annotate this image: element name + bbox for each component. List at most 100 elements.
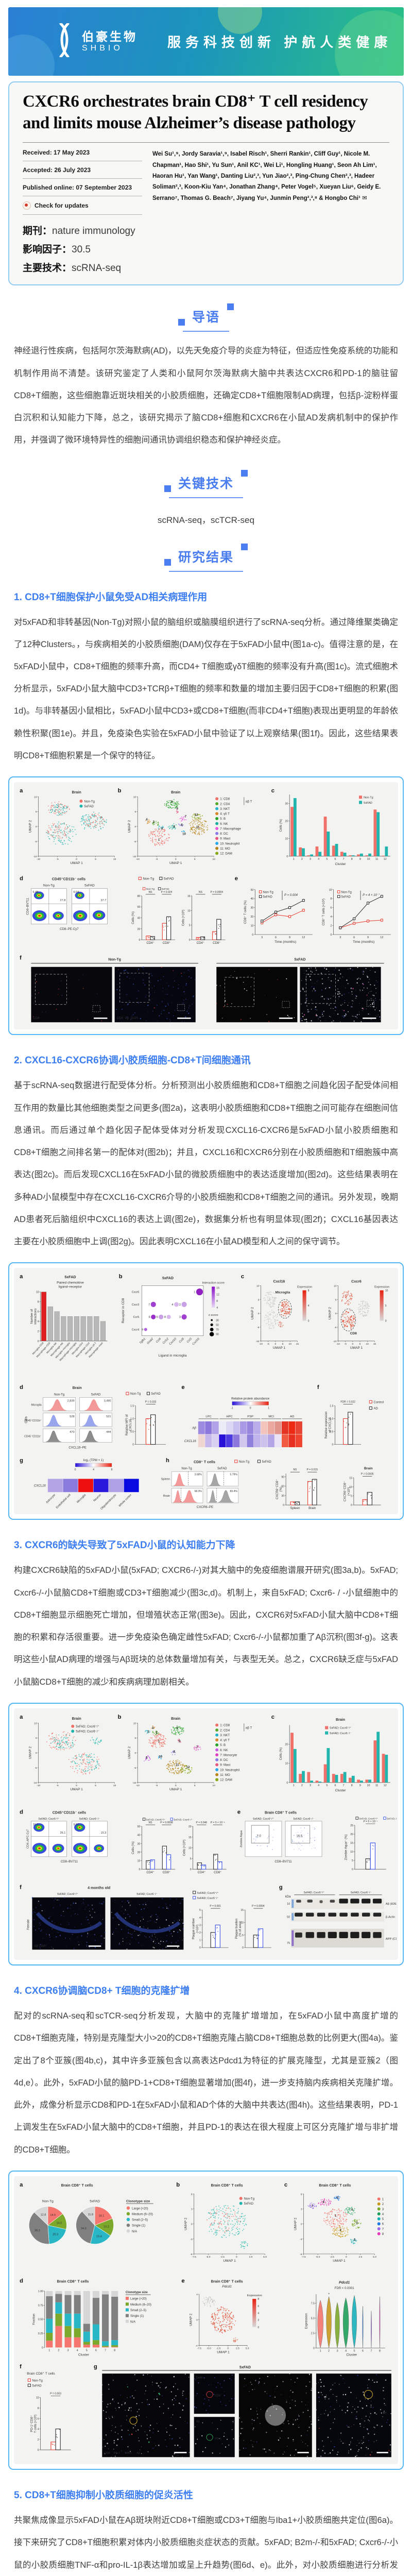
panel-title: 5xFAD xyxy=(64,1275,76,1279)
panel-subtitle: Paired chemokine xyxy=(57,1281,84,1285)
header-banner: 伯豪生物 SHBIO 服务科技创新 护航人类健康 xyxy=(8,7,404,76)
svg-text:CXCR6–PE: CXCR6–PE xyxy=(197,1505,213,1509)
svg-text:UMAP 1: UMAP 1 xyxy=(70,861,83,865)
svg-text:4: 4 xyxy=(93,1468,94,1471)
svg-text:6: 6 xyxy=(330,907,332,910)
check-for-updates-link[interactable]: Check for updates xyxy=(23,196,142,215)
svg-text:Non-Tg: Non-Tg xyxy=(263,890,273,894)
svg-text:6: 6 xyxy=(334,858,336,861)
image-group-label: 5xFAD xyxy=(294,958,305,962)
svg-text:-10: -10 xyxy=(136,1784,140,1787)
svg-text:5: 5 xyxy=(359,1343,361,1346)
panel-title: Brain CD8⁺ T cells xyxy=(319,2183,351,2188)
flow-title: CD45⁺CD11b⁻ cells xyxy=(52,877,85,882)
svg-text:5.0: 5.0 xyxy=(263,2256,267,2259)
svg-text:UMAP 2: UMAP 2 xyxy=(28,1746,32,1759)
svg-text:2: 2 xyxy=(199,1931,201,1935)
svg-text:Neuron: Neuron xyxy=(93,1494,102,1502)
svg-text:CD8–BV711: CD8–BV711 xyxy=(61,1860,78,1863)
svg-text:Cxcl16: Cxcl16 xyxy=(192,1337,201,1346)
svg-text:-5: -5 xyxy=(267,1343,269,1346)
svg-text:8: 8 xyxy=(164,1316,166,1319)
svg-text:11: 11 xyxy=(375,858,379,861)
svg-text:CXCL16: CXCL16 xyxy=(129,1419,132,1431)
result-heading-1: 1. CD8+T细胞保护小鼠免受AD相关病理作用 xyxy=(14,589,398,603)
panel-title: Brain CD8⁺ T cells xyxy=(27,2372,55,2376)
svg-text:0: 0 xyxy=(236,2256,237,2259)
received-date: Received: 17 May 2023 xyxy=(23,144,142,161)
group-label: 5xFAD; Cxcr6⁺/⁺ xyxy=(57,1892,78,1896)
svg-text:-10: -10 xyxy=(37,858,40,861)
svg-text:0: 0 xyxy=(36,825,37,828)
fig3-flow-plots: 10.3 26.1 9.97 15.3 CD4–APC-Cy7 CD8–BV71… xyxy=(26,1821,107,1863)
svg-text:Cells (%): Cells (%) xyxy=(131,911,135,924)
fig2-panel-e-heatmap: AβCXCL16LPCHPCPSPMCIADRelative protein a… xyxy=(184,1397,302,1448)
svg-text:UMAP 1: UMAP 1 xyxy=(333,2259,346,2263)
svg-text:Aβ (82E1): Aβ (82E1) xyxy=(386,1903,397,1906)
svg-text:6: 6 xyxy=(353,936,355,939)
svg-text:30: 30 xyxy=(251,907,254,910)
svg-text:528: 528 xyxy=(70,1415,74,1418)
svg-text:12: 12 xyxy=(186,1766,190,1769)
microscopy-image xyxy=(110,1897,184,1950)
svg-text:z score: z score xyxy=(209,1314,218,1317)
svg-text:10: 10 xyxy=(329,889,332,892)
svg-text:5xFAD; Cxcr6⁻/⁻: 5xFAD; Cxcr6⁻/⁻ xyxy=(197,1897,219,1900)
svg-text:10: 10 xyxy=(133,795,136,799)
svg-text:12: 12 xyxy=(302,936,305,939)
gate-value: 7.0 xyxy=(256,1834,261,1838)
shbio-logo: 伯豪生物 SHBIO xyxy=(54,23,138,60)
svg-text:9: 9 xyxy=(367,936,369,939)
svg-text:P = 0.024: P = 0.024 xyxy=(161,891,173,894)
svg-text:5: 5 xyxy=(157,1316,158,1319)
microscopy-image xyxy=(239,2373,313,2457)
panel-letter: c xyxy=(271,1714,274,1720)
svg-text:5: 5 xyxy=(134,1737,136,1740)
svg-text:5: 5 xyxy=(282,1343,284,1346)
svg-text:-1: -1 xyxy=(231,1407,233,1410)
fig2d-legend: Non-Tg 5xFAD xyxy=(126,1392,161,1396)
panel-letter: b xyxy=(118,1714,122,1720)
svg-text:0: 0 xyxy=(134,1752,136,1755)
svg-text:38.3: 38.3 xyxy=(35,2229,40,2232)
svg-text:-5.0: -5.0 xyxy=(206,2256,211,2259)
svg-text:UMAP 1: UMAP 1 xyxy=(350,1346,363,1350)
svg-text:1: 1 xyxy=(194,1291,195,1294)
svg-text:20: 20 xyxy=(138,928,141,931)
svg-text:P = 0.015: P = 0.015 xyxy=(306,1468,318,1471)
svg-text:Cells (%): Cells (%) xyxy=(279,1748,283,1760)
impact-factor-label: 影响因子： xyxy=(23,244,72,255)
svg-text:10: 10 xyxy=(34,1722,37,1725)
fig2-panel-d-mfi-bars: 00.51.01.5P = 0.033Relative MFI ofCXCL16 xyxy=(125,1401,166,1447)
fig3e-flow: 7.0 16.5 Zombie Aqua CD8–BV711 xyxy=(240,1821,322,1863)
svg-text:0: 0 xyxy=(139,939,140,942)
svg-text:40: 40 xyxy=(251,897,254,901)
panel-title: Brain CD8⁺ T cells xyxy=(57,2279,89,2283)
svg-text:6: 6 xyxy=(146,1756,148,1759)
fig1-panel-d-bars-pct: 020406080CD4⁺CD8⁺NSP = 0.024Cells (%)Non… xyxy=(131,888,175,945)
svg-text:9: 9 xyxy=(176,807,178,811)
svg-text:5: 5 xyxy=(36,810,37,814)
panel-letter: g xyxy=(94,2364,97,2370)
svg-text:0: 0 xyxy=(191,2223,193,2226)
svg-text:34.3: 34.3 xyxy=(81,2227,87,2230)
svg-text:5xFAD; Cxcr6⁺/⁺: 5xFAD; Cxcr6⁺/⁺ xyxy=(359,1817,379,1820)
svg-text:(×10²): (×10²) xyxy=(196,1924,199,1933)
figure-2-card: a 5xFAD Paired chemokine ligand–receptor… xyxy=(8,1262,404,1520)
svg-text:NS: NS xyxy=(149,1821,153,1824)
svg-text:CD4⁺: CD4⁺ xyxy=(198,1871,205,1874)
panel-letter: g xyxy=(279,1884,283,1890)
svg-text:Brain: Brain xyxy=(163,1495,170,1498)
svg-text:12: 12 xyxy=(380,936,383,939)
svg-text:11: 11 xyxy=(196,826,200,829)
quadrant-value: 27.8 xyxy=(60,899,65,902)
figure-1-svg: a -10-50510-10-50510UMAP 1UMAP 2BrainNon… xyxy=(15,785,397,1026)
svg-text:P = 5 × 10⁻⁷: P = 5 × 10⁻⁷ xyxy=(363,1820,377,1823)
svg-text:6: 6 xyxy=(275,936,277,939)
svg-text:4: 4 xyxy=(216,1307,218,1310)
svg-text:8: 8 xyxy=(308,1290,310,1293)
svg-text:9: 9 xyxy=(359,858,361,861)
svg-text:Aβ: Aβ xyxy=(192,1427,196,1430)
svg-text:10: 10 xyxy=(213,1784,216,1787)
svg-text:CD4⁺: CD4⁺ xyxy=(146,941,154,945)
